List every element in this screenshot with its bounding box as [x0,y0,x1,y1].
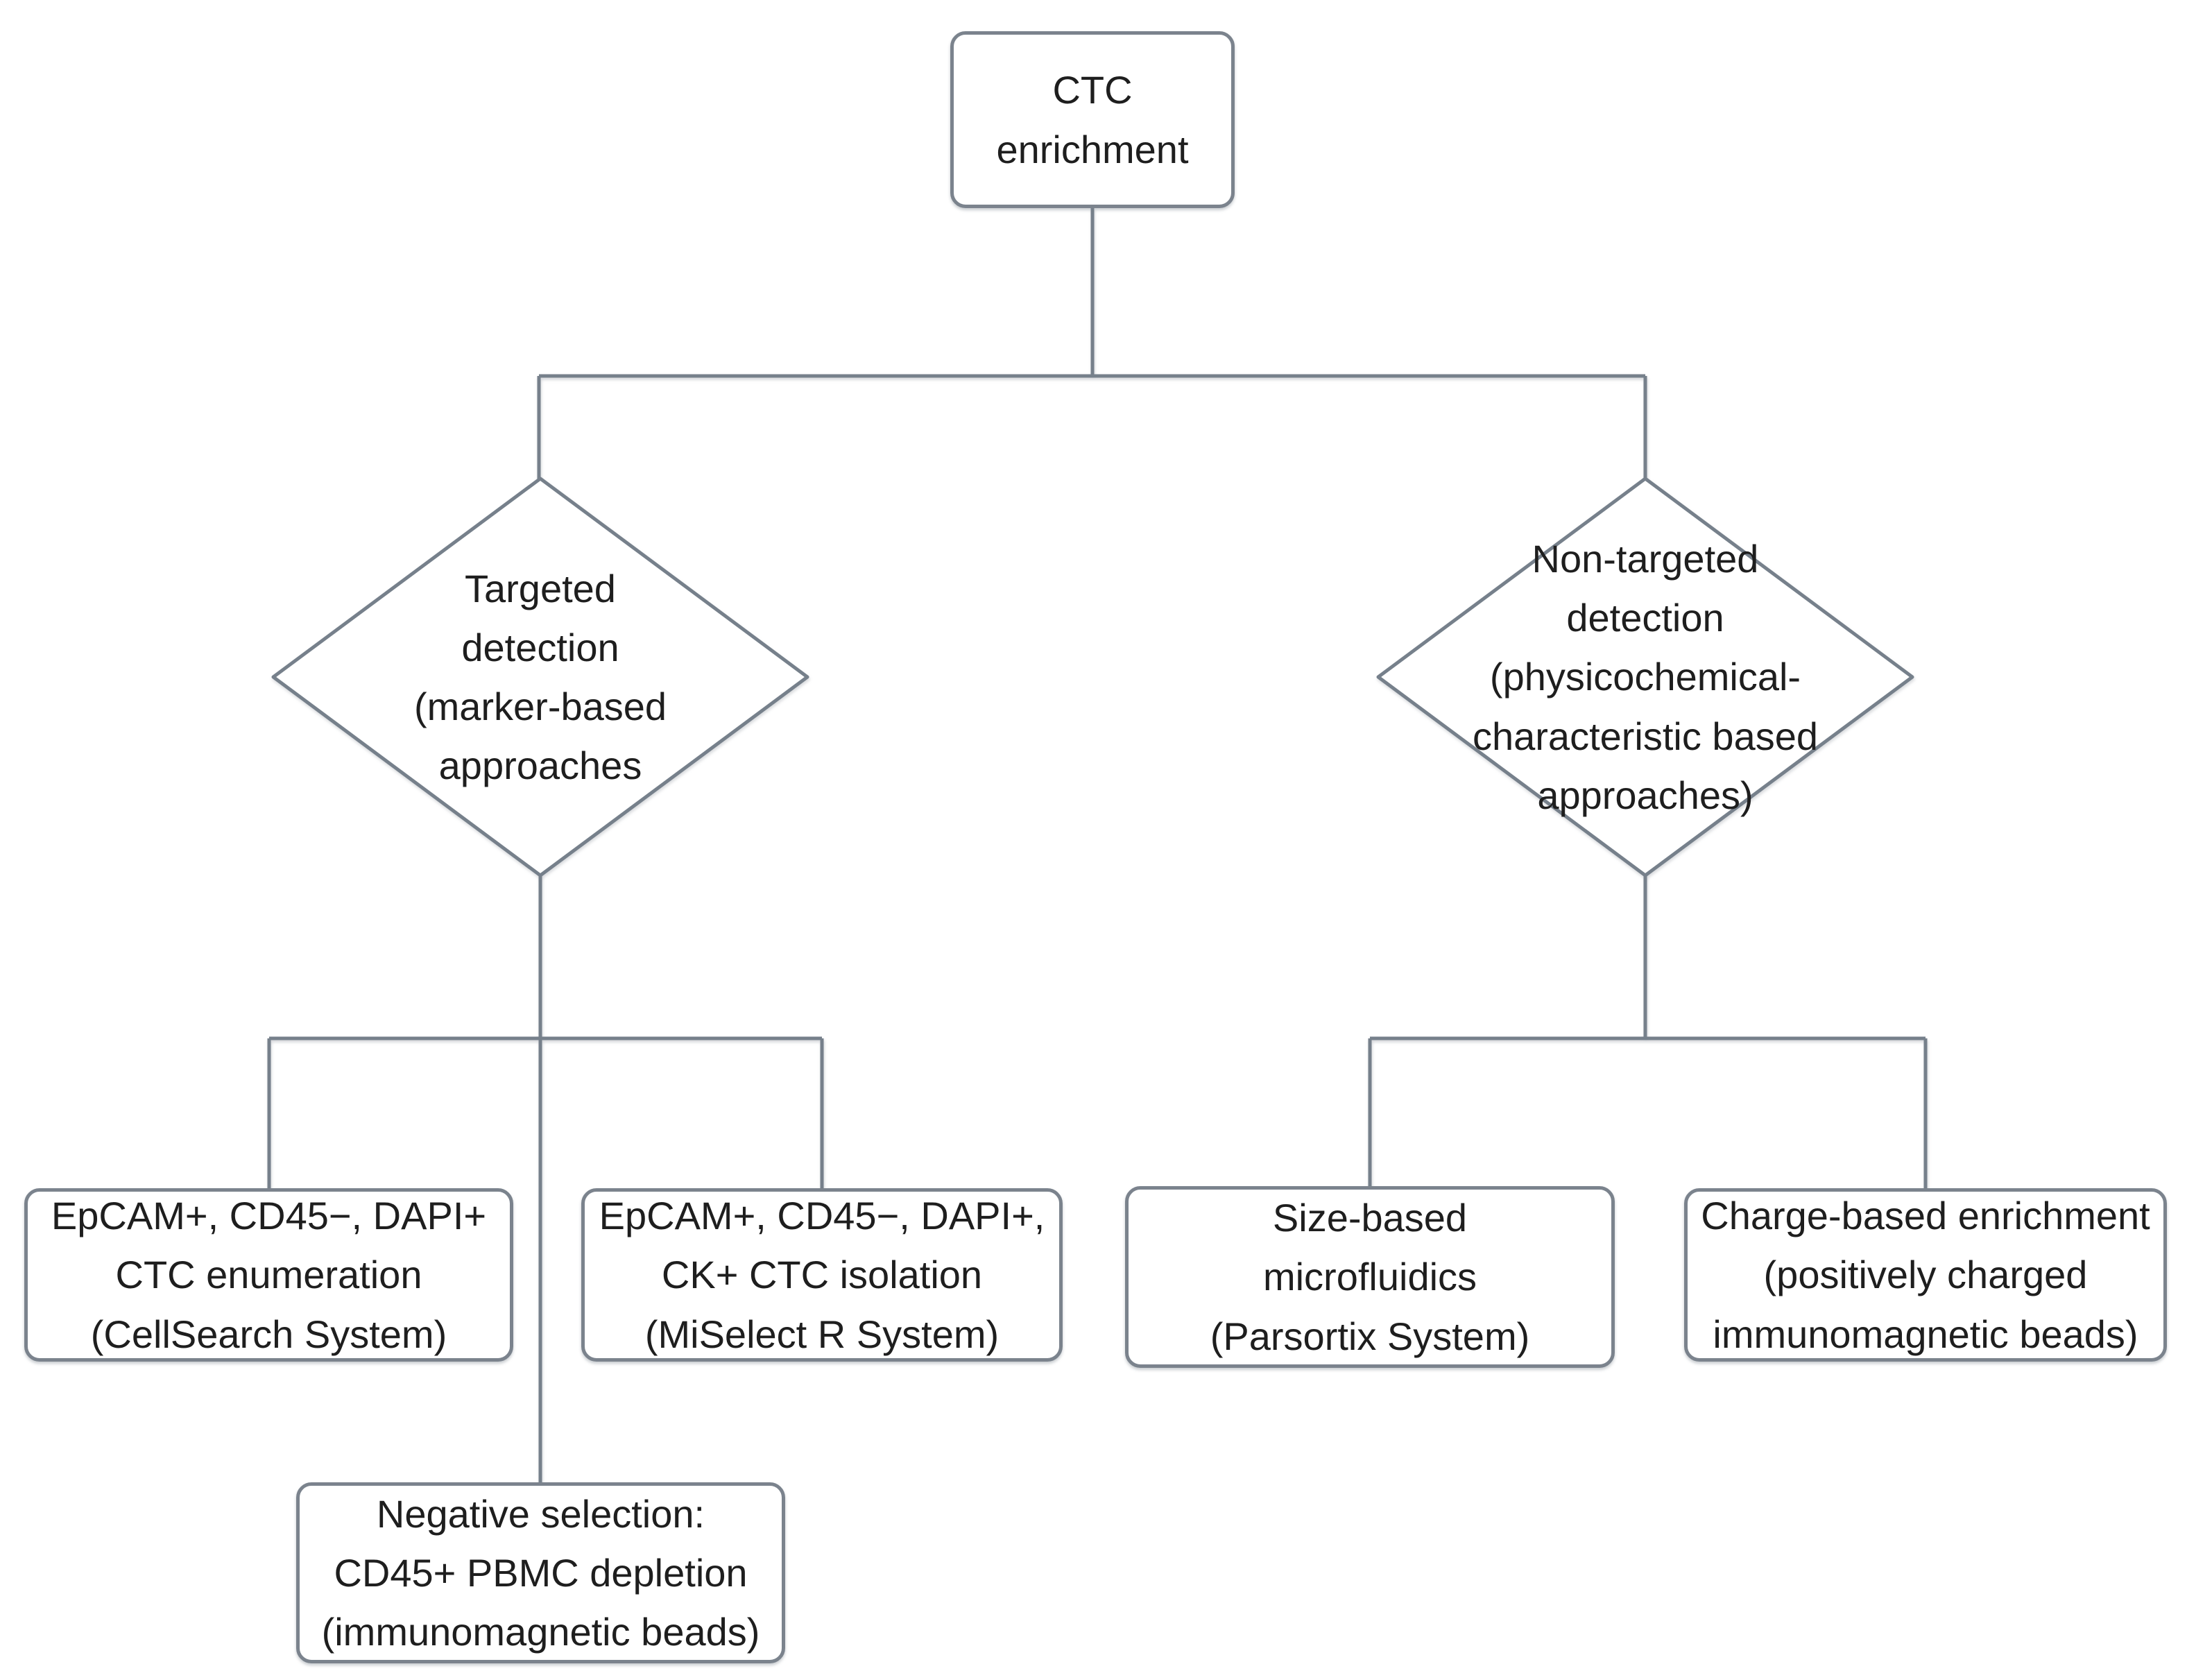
node-negative-selection: Negative selection: CD45+ PBMC depletion… [296,1482,785,1663]
root-node-ctc-enrichment: CTC enrichment [950,31,1235,208]
connector-right-branch [1368,875,1928,1188]
non-targeted-diamond-shape [1376,477,1914,877]
targeted-diamond-shape [271,477,809,877]
node-parsortix-system: Size-based microfluidics (Parsortix Syst… [1125,1186,1615,1368]
non-targeted-decision-label: Non-targeted detection (physicochemical-… [1472,537,1818,817]
node-cellsearch-system: EpCAM+, CD45−, DAPI+ CTC enumeration (Ce… [24,1188,513,1362]
connector-left-branch [267,875,824,1482]
connector-top [537,208,1647,479]
node-miselect-r-system: EpCAM+, CD45−, DAPI+, CK+ CTC isolation … [581,1188,1063,1362]
targeted-decision-label: Targeted detection (marker-based approac… [413,566,667,788]
node-charge-based-enrichment: Charge-based enrichment (positively char… [1684,1188,2167,1362]
